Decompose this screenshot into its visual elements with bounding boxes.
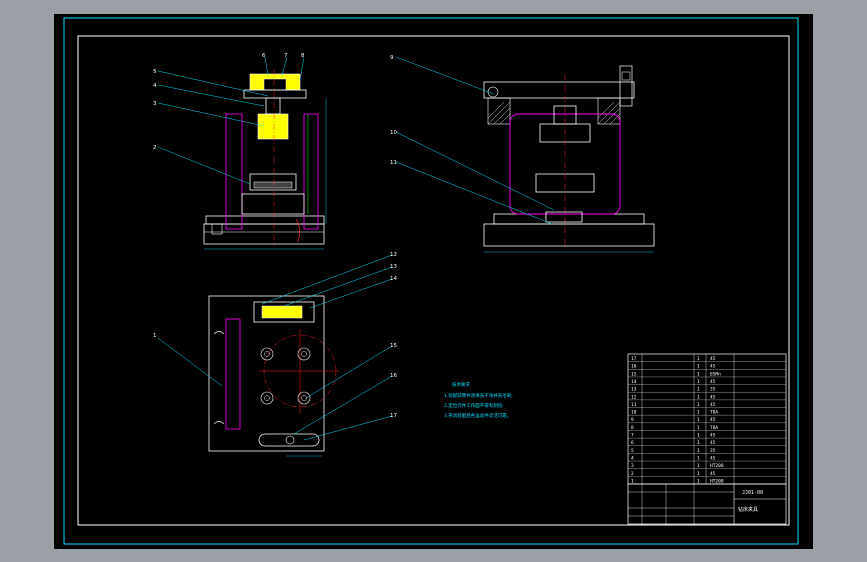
bom-cell: 45 <box>710 433 716 439</box>
drawing-number: JJ01-00 <box>742 490 763 496</box>
bom-cell: HT200 <box>710 463 724 469</box>
bom-cell: 1 <box>697 364 700 370</box>
bom-cell: 45 <box>710 364 716 370</box>
balloon-8: 8 <box>301 53 305 59</box>
bom-cell: 17 <box>631 356 637 362</box>
bom-cell: 1 <box>697 402 700 408</box>
tech-note-line: 1.装配前零件须清洗干净并去毛刺; <box>444 392 513 399</box>
bom-cell: 1 <box>697 410 700 416</box>
bom-cell: 1 <box>697 440 700 446</box>
bom-cell: 1 <box>697 425 700 431</box>
bom-cell: 65Mn <box>710 371 721 377</box>
bom-cell: 1 <box>697 387 700 393</box>
bom-cell: 1 <box>697 356 700 362</box>
tech-notes-title: 技术要求 <box>452 381 470 388</box>
bom-cell: 11 <box>631 402 637 408</box>
title-block: JJ01-00 钻床夹具 <box>627 483 787 525</box>
inner-border <box>77 35 790 526</box>
bom-cell: 1 <box>697 371 700 377</box>
bom-cell: 45 <box>710 440 716 446</box>
side-view <box>483 65 655 253</box>
front-view <box>203 69 327 250</box>
tech-note-line: 2.定位元件工作面不得有划伤; <box>444 402 504 409</box>
bom-cell: 1 <box>697 478 700 484</box>
bom-cell: T8A <box>710 425 718 431</box>
top-view <box>208 295 339 457</box>
balloon-4: 4 <box>153 83 157 89</box>
bom-cell: 1 <box>697 433 700 439</box>
balloon-1: 1 <box>153 333 157 339</box>
bom-cell: 8 <box>631 425 634 431</box>
bom-cell: 45 <box>710 402 716 408</box>
bom-cell: 12 <box>631 394 637 400</box>
bom-cell: 45 <box>710 471 716 477</box>
balloon-7: 7 <box>284 53 288 59</box>
balloon-2: 2 <box>153 145 157 151</box>
balloon-17: 17 <box>390 413 397 419</box>
balloon-14: 14 <box>390 276 397 282</box>
balloon-9: 9 <box>390 55 394 61</box>
bom-cell: 15 <box>631 371 637 377</box>
assembly-drawing: 1 2 3 4 5 6 7 8 9 10 11 12 13 14 15 16 1… <box>63 17 799 545</box>
bom-cell: 45 <box>710 356 716 362</box>
bom-cell: 14 <box>631 379 637 385</box>
bom-cell: 3 <box>631 463 634 469</box>
bom-cell: 7 <box>631 433 634 439</box>
balloon-13: 13 <box>390 264 397 270</box>
cad-viewport[interactable]: 1 2 3 4 5 6 7 8 9 10 11 12 13 14 15 16 1… <box>54 14 813 549</box>
leader-lines <box>157 56 555 441</box>
bom-cell: 35 <box>710 387 716 393</box>
bom-cell: 35 <box>710 448 716 454</box>
bom-cell: 1 <box>697 471 700 477</box>
bom-cell: 1 <box>697 417 700 423</box>
bom-cell: 1 <box>697 463 700 469</box>
bom-cell: 5 <box>631 448 634 454</box>
bom-cell: 6 <box>631 440 634 446</box>
bom-cell: 45 <box>710 394 716 400</box>
balloon-6: 6 <box>262 53 266 59</box>
bom-cell: 2 <box>631 471 634 477</box>
bom-cell: 9 <box>631 417 634 423</box>
technical-requirements: 技术要求 1.装配前零件须清洗干净并去毛刺; 2.定位元件工作面不得有划伤; 3… <box>444 381 513 419</box>
balloon-12: 12 <box>390 252 397 258</box>
bom-cell: 1 <box>631 478 634 484</box>
bom-cell: 4 <box>631 455 634 461</box>
bom-cell: 16 <box>631 364 637 370</box>
bom-cell: 45 <box>710 455 716 461</box>
bom-cell: 10 <box>631 410 637 416</box>
bom-cell: 1 <box>697 448 700 454</box>
bom-cell: 1 <box>697 379 700 385</box>
balloon-16: 16 <box>390 373 397 379</box>
bom-cell: T8A <box>710 410 718 416</box>
bom-cell: 45 <box>710 379 716 385</box>
drawing-name: 钻床夹具 <box>738 506 758 513</box>
bom-cell: 13 <box>631 387 637 393</box>
balloon-numbers: 1 2 3 4 5 6 7 8 9 10 11 12 13 14 15 16 1… <box>153 53 397 419</box>
balloon-3: 3 <box>153 101 157 107</box>
outer-border <box>63 17 799 545</box>
tech-note-line: 3.夹具装配后各运动件灵活可靠。 <box>444 412 511 419</box>
balloon-10: 10 <box>390 130 397 136</box>
bom-cell: 1 <box>697 455 700 461</box>
balloon-15: 15 <box>390 343 397 349</box>
bom-cell: 1 <box>697 394 700 400</box>
balloon-11: 11 <box>390 160 397 166</box>
bom-cell: 45 <box>710 417 716 423</box>
bom-cell: HT200 <box>710 478 724 484</box>
balloon-5: 5 <box>153 69 157 75</box>
